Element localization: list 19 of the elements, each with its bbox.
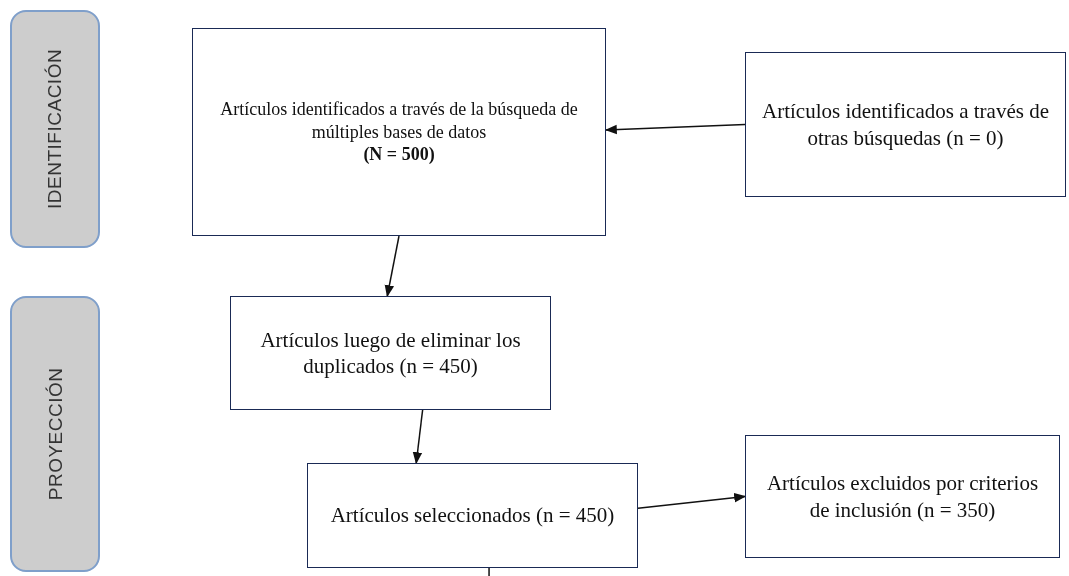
box-text: Artículos identificados a través de la búsqueda de múltiples bases de datos (219, 98, 579, 144)
process-box (745, 52, 1066, 197)
process-box (230, 296, 551, 410)
box-text: Artículos luego de eliminar los duplicados (n = 450) (259, 326, 522, 380)
stage-band (10, 296, 100, 572)
box-text: Artículos identificados a través de otras búsquedas (n = 0) (761, 98, 1050, 151)
box-text: Artículos excluidos por criterios de inclusión (n = 350) (765, 470, 1040, 523)
stage-label: IDENTIFICACIÓN (43, 48, 67, 210)
arrow (384, 235, 400, 298)
stage-label: PROYECCIÓN (43, 367, 67, 501)
stage-band (10, 10, 100, 248)
process-box (192, 28, 606, 236)
box-text: (N = 500) (363, 143, 435, 166)
arrow (637, 492, 747, 509)
arrow (412, 409, 424, 465)
arrow (604, 123, 746, 135)
process-box (307, 463, 638, 568)
box-text: Artículos seleccionados (n = 450) (330, 502, 615, 529)
exclusion-box (745, 435, 1060, 558)
